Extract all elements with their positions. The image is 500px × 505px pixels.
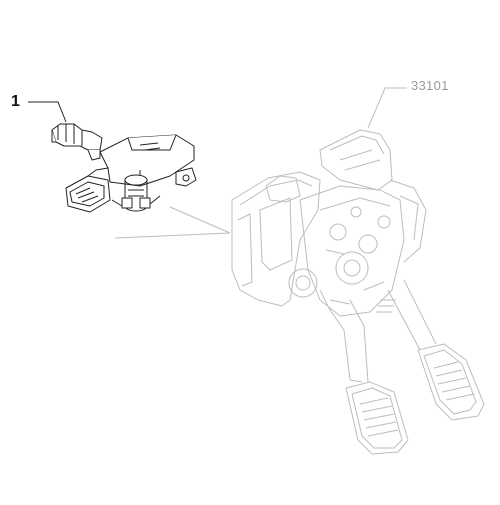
- reference-leader: [367, 87, 407, 129]
- callout-leader: [28, 101, 67, 123]
- pedal-assembly: [231, 129, 485, 455]
- pointer-wedge: [114, 206, 231, 239]
- reference-code: 33101: [411, 78, 449, 93]
- callout-number: 1: [11, 93, 20, 110]
- part-sensor-module: [51, 123, 197, 213]
